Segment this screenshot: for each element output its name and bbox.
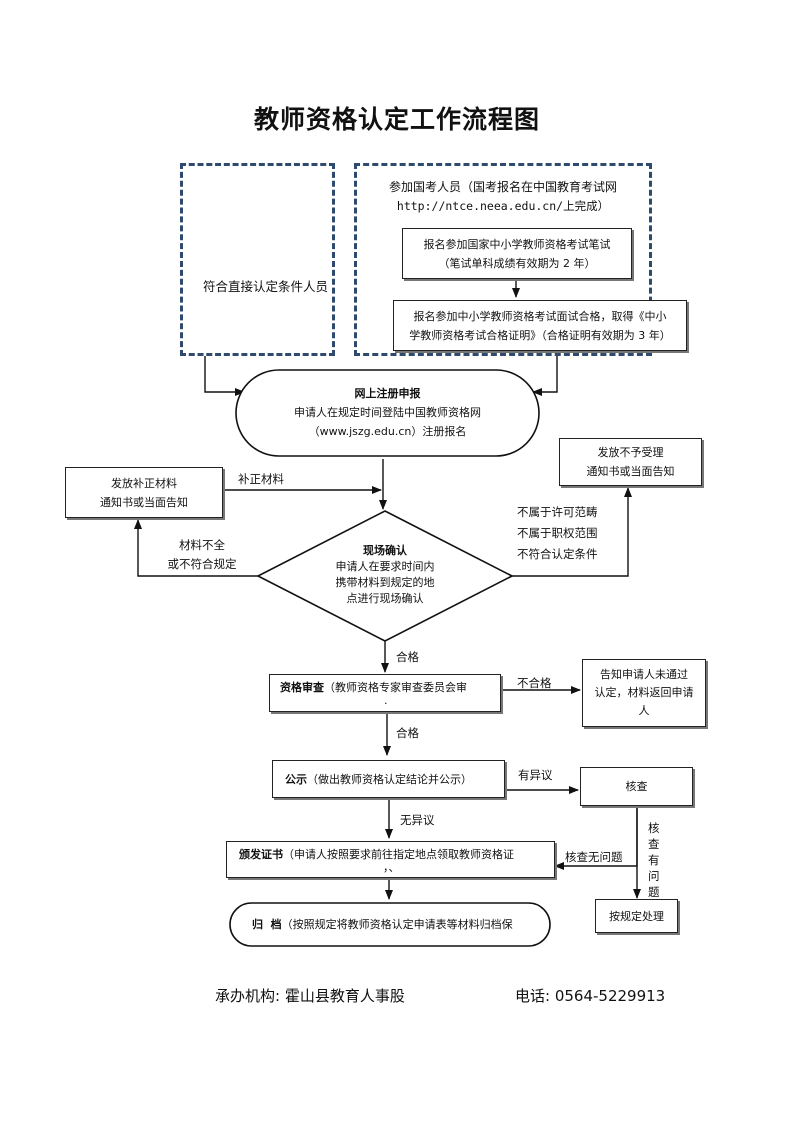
archive-text: 归 档（按照规定将教师资格认定申请表等材料归档保 [252,915,513,934]
notify-fail-line2: 认定，材料返回申请 [594,686,694,699]
onsite-title: 现场确认 [363,544,407,557]
reject-condition-2: 不属于职权范围 [517,526,598,540]
arrow-onsite-to-supplement [134,519,258,577]
no-objection-label: 无异议 [400,813,435,827]
national-exam-group: 参加国考人员（国考报名在中国教育考试网 http://ntce.neea.edu… [354,163,652,356]
onsite-decision-diamond [256,510,514,642]
arrow-onsite-to-reject [510,487,632,577]
written-exam-box: 报名参加国家中小学教师资格考试笔试 （笔试单科成绩有效期为 2 年） [402,228,632,279]
issue-text: （申请人按照要求前往指定地点领取教师资格证 [283,848,514,861]
publicity-title: 公示 [285,772,307,786]
arrow-left-group-to-register [204,356,245,396]
national-exam-heading-line2: http://ntce.neea.edu.cn/上完成） [396,199,610,213]
national-exam-heading-line1: 参加国考人员（国考报名在中国教育考试网 [388,180,617,194]
register-line1: 申请人在规定时间登陆中国教师资格网 [294,406,481,419]
direct-certification-label: 符合直接认定条件人员 [203,279,329,294]
incomplete-label: 材料不全 或不符合规定 [152,536,252,574]
issue-title: 颁发证书 [239,848,283,861]
reject-line1: 发放不予受理 [597,446,664,459]
interview-exam-line2: 学教师资格考试合格证明》（合格证明有效期为 3 年） [409,328,671,342]
arrow-right-group-to-register [532,356,558,396]
review-tail: . [384,694,388,707]
interview-exam-box: 报名参加中小学教师资格考试面试合格，取得《中小 学教师资格考试合格证明》（合格证… [393,300,687,351]
publicity-box: 公示（做出教师资格认定结论并公示） [272,760,505,798]
publicity-text: （做出教师资格认定结论并公示） [307,772,472,786]
onsite-line2: 携带材料到规定的地 [335,576,435,589]
onsite-line1: 申请人在要求时间内 [335,560,435,573]
pass-label-2: 合格 [396,726,419,740]
handle-box: 按规定处理 [595,899,678,933]
register-text: 网上注册申报 申请人在规定时间登陆中国教师资格网 （www.jszg.edu.c… [236,384,539,441]
reject-condition-1: 不属于许可范畴 [517,505,598,519]
supplement-line2: 通知书或当面告知 [100,495,188,509]
onsite-line3: 点进行现场确认 [346,592,424,605]
pass-label-1: 合格 [396,650,419,664]
footer-phone: 电话: 0564-5229913 [515,987,666,1005]
archive-title: 归 档 [252,918,282,931]
notify-fail-line1: 告知申请人未通过 [600,668,688,681]
fail-label: 不合格 [517,676,552,690]
onsite-text: 现场确认 申请人在要求时间内 携带材料到规定的地 点进行现场确认 [285,543,485,607]
reject-notice-box: 发放不予受理 通知书或当面告知 [559,438,702,486]
written-exam-line2: （笔试单科成绩有效期为 2 年） [438,256,596,270]
interview-exam-line1: 报名参加中小学教师资格考试面试合格，取得《中小 [413,309,667,323]
verify-label: 核查 [625,780,648,793]
verify-box: 核查 [580,767,693,806]
review-title: 资格审查 [280,681,324,694]
issue-tail: ，、 [383,861,400,874]
archive-body: （按照规定将教师资格认定申请表等材料归档保 [281,918,513,931]
issue-certificate-box: 颁发证书（申请人按照要求前往指定地点领取教师资格证 ，、 [226,841,555,878]
review-text: （教师资格专家审查委员会审 [324,681,467,694]
incomplete-label-line1: 材料不全 [179,538,225,552]
objection-label: 有异议 [518,768,553,782]
verify-problem-label: 核查有问题 [648,821,660,899]
handle-label: 按规定处理 [609,909,664,923]
notify-fail-box: 告知申请人未通过 认定，材料返回申请 人 [582,659,706,727]
archive-terminal [229,902,551,947]
direct-certification-group: 符合直接认定条件人员 [180,163,335,356]
supplement-notice-box: 发放补正材料 通知书或当面告知 [65,467,223,518]
notify-fail-line3: 人 [638,704,650,717]
written-exam-line1: 报名参加国家中小学教师资格考试笔试 [423,237,611,251]
reject-line2: 通知书或当面告知 [586,465,675,478]
page-title: 教师资格认定工作流程图 [253,105,540,134]
register-line2: （www.jszg.edu.cn）注册报名 [308,425,467,438]
national-exam-heading: 参加国考人员（国考报名在中国教育考试网 http://ntce.neea.edu… [357,178,649,216]
incomplete-label-line2: 或不符合规定 [167,557,237,571]
reject-conditions-label: 不属于许可范畴 不属于职权范围 不符合认定条件 [517,502,598,565]
verify-ok-label: 核查无问题 [565,850,623,864]
supplement-line1: 发放补正材料 [111,476,177,490]
footer-organization: 承办机构: 霍山县教育人事股 [215,987,405,1005]
supplement-label: 补正材料 [238,472,284,486]
reject-condition-3: 不符合认定条件 [517,547,598,561]
qualification-review-box: 资格审查（教师资格专家审查委员会审 . [269,674,501,712]
register-terminal [235,369,540,457]
register-title: 网上注册申报 [354,387,421,400]
